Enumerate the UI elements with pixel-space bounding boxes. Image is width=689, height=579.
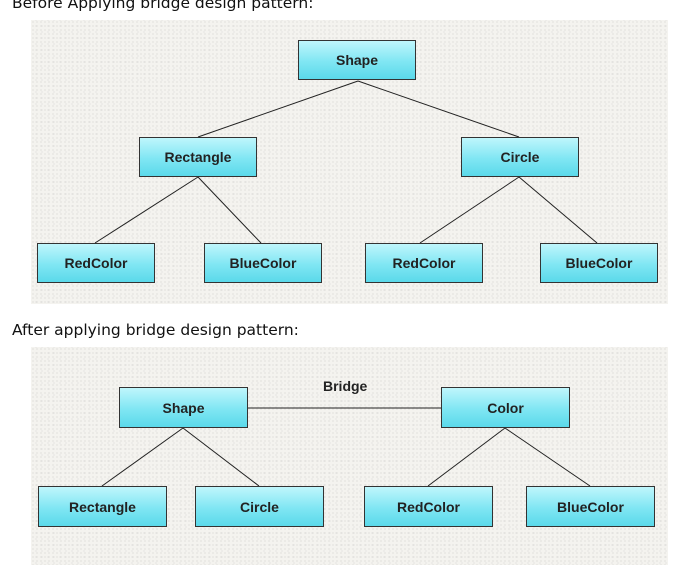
node-shape: Shape (119, 387, 248, 428)
edge-shape-circle (182, 427, 260, 487)
edge-circle-redcolor (419, 176, 520, 244)
after-caption: After applying bridge design pattern: (12, 321, 299, 339)
node-redcolor: RedColor (37, 243, 155, 283)
node-bluecolor: BlueColor (540, 243, 658, 283)
node-bluecolor: BlueColor (204, 243, 322, 283)
edge-circle-bluecolor (518, 176, 598, 244)
node-circle: Circle (195, 486, 324, 527)
bridge-label: Bridge (323, 378, 368, 394)
before-caption: Before Applying bridge design pattern: (12, 0, 314, 12)
before-diagram-panel: Shape Rectangle Circle RedColor BlueColo… (31, 20, 668, 304)
edge-color-redcolor (427, 427, 506, 487)
edge-rectangle-bluecolor (197, 176, 262, 244)
before-connectors (94, 80, 598, 244)
edge-shape-rectangle (197, 80, 359, 138)
node-redcolor: RedColor (364, 486, 493, 527)
after-connectors (101, 407, 591, 487)
edge-shape-rectangle (101, 427, 184, 487)
node-color: Color (441, 387, 570, 428)
node-redcolor: RedColor (365, 243, 483, 283)
edge-shape-circle (357, 80, 520, 138)
edge-rectangle-redcolor (94, 176, 199, 244)
node-circle: Circle (461, 137, 579, 177)
node-rectangle: Rectangle (139, 137, 257, 177)
node-bluecolor: BlueColor (526, 486, 655, 527)
node-rectangle: Rectangle (38, 486, 167, 527)
after-diagram-panel: Bridge Shape Color Rectangle Circle RedC… (31, 347, 668, 565)
node-shape: Shape (298, 40, 416, 80)
edge-color-bluecolor (504, 427, 591, 487)
